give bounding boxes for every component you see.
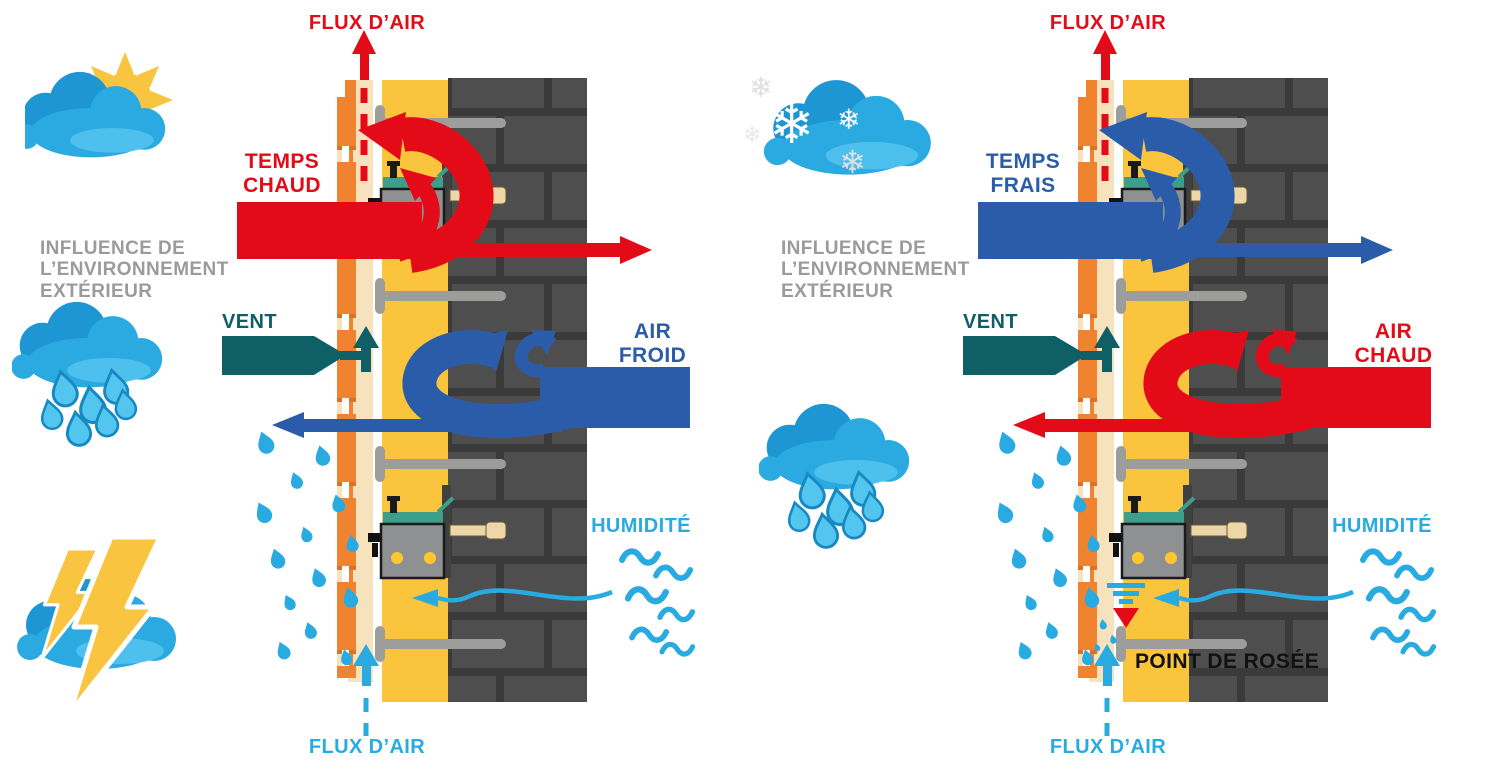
label-dew-point: POINT DE ROSÉE — [1135, 650, 1320, 673]
cool-wall-cross-section — [963, 30, 1490, 736]
wind-arrow — [222, 326, 379, 375]
water-drop-icon — [994, 428, 1018, 457]
middle-air-flow — [1013, 330, 1431, 438]
top-heat-flow — [237, 112, 652, 273]
cloud-icon — [12, 301, 163, 388]
label-environment-influence: INFLUENCE DE L’ENVIRONNEMENT EXTÉRIEUR — [40, 238, 229, 302]
water-drop-icon — [298, 524, 315, 544]
sun-behind-cloud-icon — [25, 52, 173, 158]
label-flux-air-bottom: FLUX D’AIR — [308, 736, 426, 758]
snowflake-icon — [769, 98, 814, 152]
label-wind: VENT — [222, 311, 277, 333]
top-heat-flow — [978, 112, 1393, 273]
label-weather-type: TEMPS FRAIS — [985, 150, 1061, 197]
cloud-icon — [759, 403, 910, 490]
water-drop-icon — [1008, 546, 1029, 571]
snowflake-icon — [839, 146, 866, 178]
label-humidity: HUMIDITÉ — [1332, 515, 1432, 537]
water-drop-icon — [287, 470, 305, 491]
panel-cool-weather: FLUX D’AIR TEMPS FRAIS INFLUENCE DE L’EN… — [741, 0, 1490, 774]
wave-icon — [660, 609, 692, 619]
bottom-intake-arrow — [1094, 644, 1120, 736]
snowflake-icon — [743, 124, 761, 146]
snowflake-icon — [837, 106, 860, 134]
wave-icon — [1363, 551, 1399, 562]
dew-point-marker — [1093, 583, 1145, 652]
rain-cloud-icon — [759, 403, 910, 551]
water-drop-icon — [1049, 565, 1069, 589]
water-drop-icon — [1039, 524, 1056, 544]
wave-icon — [1401, 609, 1433, 619]
wind-arrow — [963, 326, 1120, 375]
wave-icon — [1373, 629, 1407, 640]
label-air-temperature: AIR CHAUD — [1354, 320, 1433, 367]
water-drop-icon — [992, 499, 1016, 526]
label-wind: VENT — [963, 311, 1018, 333]
water-drop-icon — [273, 639, 293, 662]
humidity-arrow — [412, 588, 613, 607]
warm-wall-cross-section — [222, 30, 749, 736]
water-drop-icon — [1014, 639, 1034, 662]
humidity-waves — [622, 551, 693, 654]
label-air-temperature: AIR FROID — [618, 320, 687, 367]
wave-icon — [1403, 644, 1434, 654]
label-weather-type: TEMPS CHAUD — [243, 150, 321, 197]
water-drop-icon — [1021, 592, 1039, 612]
bottom-intake-arrow — [353, 644, 379, 736]
wave-icon — [662, 644, 693, 654]
water-drop-icon — [312, 443, 332, 468]
label-environment-influence: INFLUENCE DE L’ENVIRONNEMENT EXTÉRIEUR — [781, 238, 970, 302]
water-drop-icon — [280, 592, 298, 612]
water-drop-icon — [267, 546, 288, 571]
label-flux-air-bottom: FLUX D’AIR — [1049, 736, 1167, 758]
label-flux-air-top: FLUX D’AIR — [308, 12, 426, 34]
water-drop-icon — [301, 620, 319, 641]
water-drop-icon — [251, 499, 275, 526]
label-flux-air-top: FLUX D’AIR — [1049, 12, 1167, 34]
wave-icon — [1369, 589, 1407, 601]
water-drop-icon — [1042, 620, 1060, 641]
wave-icon — [622, 551, 658, 562]
top-exhaust-arrow — [352, 30, 376, 186]
panel-warm-weather: FLUX D’AIR TEMPS CHAUD INFLUENCE DE L’EN… — [12, 12, 749, 758]
label-humidity: HUMIDITÉ — [591, 515, 691, 537]
water-drop-icon — [1053, 443, 1073, 468]
water-drop-icon — [308, 565, 328, 589]
wave-icon — [632, 629, 666, 640]
humidity-waves — [1363, 551, 1434, 654]
humidity-arrow — [1153, 588, 1354, 607]
water-drop-icon — [253, 428, 277, 457]
middle-air-flow — [272, 330, 690, 438]
wave-icon — [1397, 567, 1431, 578]
water-drop-icon — [1028, 470, 1046, 491]
storm-cloud-icon — [17, 535, 176, 725]
top-exhaust-arrow — [1093, 30, 1117, 186]
wave-icon — [656, 567, 690, 578]
wave-icon — [628, 589, 666, 601]
rain-cloud-icon — [12, 301, 163, 449]
